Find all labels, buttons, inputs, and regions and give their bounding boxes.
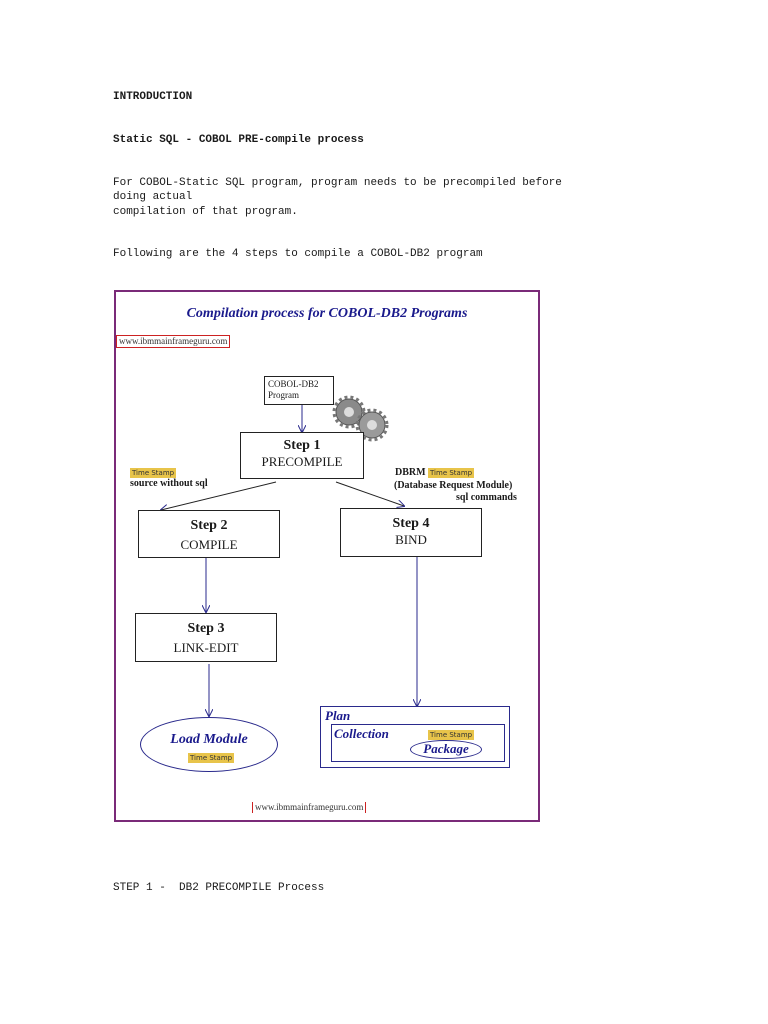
watermark-top: www.ibmmainframeguru.com [116,335,231,348]
gears-icon [332,395,389,442]
diagram-arrows [116,395,538,820]
watermark-bottom: www.ibmmainframeguru.com [252,802,367,813]
step1-box: Step 1 PRECOMPILE [240,432,364,479]
program-line2: Program [268,390,299,400]
arrow-step1-to-step2 [161,481,277,510]
collection-box: Collection Time Stamp Package [331,724,505,762]
step3-name: LINK-EDIT [173,640,239,655]
step1-heading: STEP 1 - DB2 PRECOMPILE Process [113,882,325,894]
dbrm-label: DBRM [395,467,426,478]
diagram-title: Compilation process for COBOL-DB2 Progra… [186,306,468,321]
paragraph1-line3: compilation of that program. [113,206,298,218]
package-ellipse: Package [410,740,482,759]
step2-box: Step 2 COMPILE [138,510,280,558]
timestamp-dbrm: Time Stamp [428,468,475,478]
load-module-label: Load Module [170,732,248,747]
paragraph1-line1: For COBOL-Static SQL program, program ne… [113,177,562,189]
paragraph1-line2: doing actual [113,191,193,203]
source-without-sql-label: source without sql [130,478,208,489]
cobol-db2-program-box: COBOL-DB2 Program [264,376,334,405]
plan-label: Plan [325,708,351,723]
step1-name: PRECOMPILE [261,454,343,469]
step1-label: Step 1 [283,438,321,453]
step3-box: Step 3 LINK-EDIT [135,613,277,662]
collection-label: Collection [334,726,389,741]
step2-label: Step 2 [190,518,228,533]
timestamp-load-module: Time Stamp [188,753,235,763]
arrow-step1-to-step4 [335,481,404,506]
step4-box: Step 4 BIND [340,508,482,557]
doc-heading: INTRODUCTION [113,91,193,103]
step4-name: BIND [395,532,427,547]
paragraph2: Following are the 4 steps to compile a C… [113,248,483,260]
doc-subheading: Static SQL - COBOL PRE-compile process [113,134,364,146]
program-line1: COBOL-DB2 [268,379,319,389]
sql-commands-label: sql commands [456,492,517,503]
timestamp-package: Time Stamp [428,730,475,740]
step2-name: COMPILE [180,537,238,552]
timestamp-source: Time Stamp [130,468,177,478]
load-module-ellipse: Load Module Time Stamp [140,717,278,772]
compilation-diagram: Compilation process for COBOL-DB2 Progra… [114,290,540,822]
step3-label: Step 3 [187,621,225,636]
dbrm-full-label: (Database Request Module) [394,480,513,491]
step4-label: Step 4 [392,516,430,531]
plan-box: Plan Collection Time Stamp Package [320,706,510,768]
